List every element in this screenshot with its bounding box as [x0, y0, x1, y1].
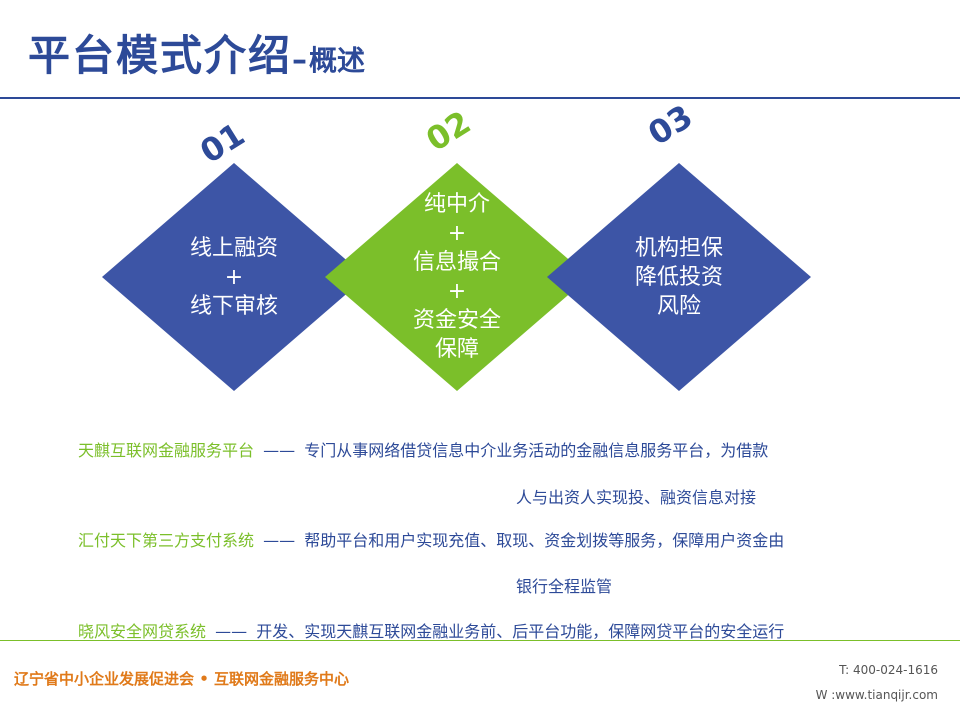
title-sub: 概述	[309, 44, 366, 77]
description-row-platform: 天麒互联网金融服务平台 —— 专门从事网络借贷信息中介业务活动的金融信息服务平台…	[78, 437, 768, 461]
title-main: 平台模式介绍	[28, 31, 293, 80]
description-continuation: 人与出资人实现投、融资信息对接	[516, 488, 757, 507]
description-row-security: 晓风安全网贷系统 —— 开发、实现天麒互联网金融业务前、后平台功能，保障网贷平台…	[78, 618, 784, 642]
system-description: 开发、实现天麒互联网金融业务前、后平台功能，保障网贷平台的安全运行	[256, 622, 785, 641]
description-continuation: 银行全程监管	[516, 577, 613, 596]
diamond-text: 机构担保 降低投资 风险	[547, 163, 811, 391]
diamond-line: +	[447, 279, 467, 304]
footer-organization: 辽宁省中小企业发展促进会 • 互联网金融服务中心	[14, 670, 350, 688]
step-number-02: 02	[419, 103, 478, 159]
diamond-line: 信息撮合	[412, 250, 501, 275]
title-dash: –	[292, 43, 310, 78]
diamond-institution-guarantee: 机构担保 降低投资 风险	[547, 163, 811, 391]
system-name: 天麒互联网金融服务平台	[78, 441, 255, 460]
separator-dash: ——	[263, 531, 296, 550]
page-title: 平台模式介绍–概述	[28, 22, 365, 83]
diamond-line: 线上融资	[189, 235, 278, 261]
bottom-divider	[0, 640, 960, 641]
diamond-line: 保障	[434, 337, 479, 362]
system-description: 帮助平台和用户实现充值、取现、资金划拨等服务，保障用户资金由	[304, 531, 785, 550]
diamond-line: 降低投资	[634, 264, 723, 290]
diamond-line: +	[224, 264, 244, 290]
footer-website: W :www.tianqijr.com	[815, 688, 938, 702]
diamond-text: 纯中介 + 信息撮合 + 资金安全 保障	[325, 163, 589, 391]
diamond-line: 资金安全	[412, 308, 501, 333]
diamond-shape-green	[325, 163, 589, 391]
diamond-text: 线上融资 + 线下审核	[102, 163, 366, 391]
system-name: 晓风安全网贷系统	[78, 622, 207, 641]
separator-dash: ——	[263, 441, 296, 460]
diamond-line: 纯中介	[423, 192, 490, 217]
diamond-pure-intermediary: 纯中介 + 信息撮合 + 资金安全 保障	[325, 163, 589, 391]
step-number-03: 03	[641, 97, 700, 153]
diamond-line: 线下审核	[189, 293, 278, 319]
diamond-online-financing: 线上融资 + 线下审核	[102, 163, 366, 391]
separator-dash: ——	[215, 622, 248, 641]
diamond-shape-blue	[102, 163, 366, 391]
top-divider	[0, 97, 960, 99]
system-description: 专门从事网络借贷信息中介业务活动的金融信息服务平台，为借款	[304, 441, 769, 460]
diamond-shape-blue	[547, 163, 811, 391]
diamond-line: +	[447, 221, 467, 246]
description-row-payment: 汇付天下第三方支付系统 —— 帮助平台和用户实现充值、取现、资金划拨等服务，保障…	[78, 527, 784, 551]
system-name: 汇付天下第三方支付系统	[78, 531, 255, 550]
footer-phone: T: 400-024-1616	[839, 663, 938, 677]
diamond-line: 机构担保	[634, 235, 723, 261]
diamond-line: 风险	[656, 293, 701, 319]
